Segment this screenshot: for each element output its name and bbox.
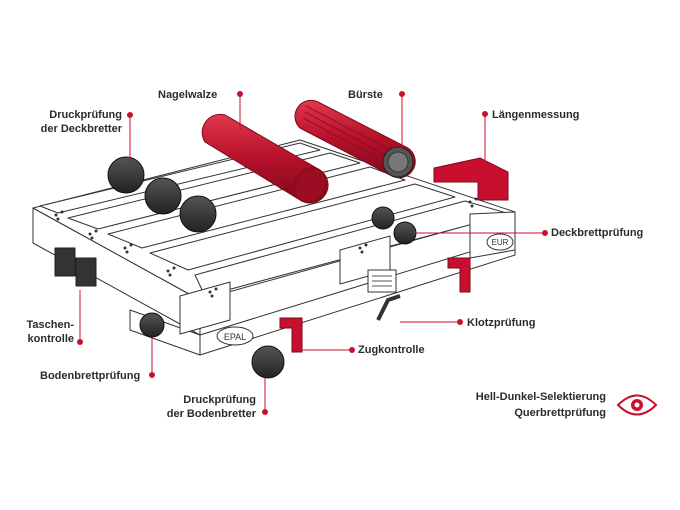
nail-roller bbox=[201, 113, 329, 204]
eur-mark: EUR bbox=[486, 233, 514, 251]
label-druck-deck-line2: der Deckbretter bbox=[40, 123, 122, 135]
epal-text: EPAL bbox=[224, 332, 246, 342]
label-druck-boden-line2: der Bodenbretter bbox=[166, 408, 256, 420]
top-pressure-rollers bbox=[107, 156, 217, 233]
label-taschen-line1: Taschen- bbox=[26, 319, 74, 331]
bottom-board-roller bbox=[139, 312, 165, 338]
deck-check-rollers bbox=[371, 206, 417, 245]
label-deckbrettpruefung: Deckbrettprüfung bbox=[551, 227, 644, 239]
bottom-pressure-roller bbox=[251, 345, 285, 379]
label-laengenmessung: Längenmessung bbox=[492, 109, 580, 121]
block-front-left bbox=[179, 281, 231, 335]
pull-check-bracket bbox=[279, 317, 303, 353]
crank-tool bbox=[376, 294, 401, 321]
label-querbrett: Querbrettprüfung bbox=[514, 407, 606, 419]
pallet-front-face bbox=[199, 237, 516, 356]
pocket-left-2 bbox=[75, 257, 97, 287]
deck-board-4 bbox=[149, 183, 456, 271]
label-taschen-line2: kontrolle bbox=[27, 333, 74, 345]
label-taschenkontrolle: Taschen- kontrolle bbox=[14, 318, 74, 346]
brush-roller bbox=[294, 99, 416, 179]
label-druck-deck-line1: Druckprüfung bbox=[49, 109, 122, 121]
label-hell-dunkel: Hell-Dunkel-Selektierung bbox=[475, 391, 606, 403]
epal-mark: EPAL bbox=[216, 326, 254, 346]
label-klotzpruefung: Klotzprüfung bbox=[467, 317, 536, 329]
label-zugkontrolle: Zugkontrolle bbox=[358, 344, 425, 356]
pocket-left-1 bbox=[54, 247, 76, 277]
eye-icon bbox=[616, 394, 658, 416]
label-buerste: Bürste bbox=[348, 89, 383, 101]
label-druck-deck: Druckprüfung der Deckbretter bbox=[30, 108, 122, 136]
eur-text: EUR bbox=[492, 238, 509, 247]
label-bodenbrettpruefung: Bodenbrettprüfung bbox=[40, 370, 141, 382]
label-druck-boden: Druckprüfung der Bodenbretter bbox=[160, 393, 256, 421]
label-nagelwalze: Nagelwalze bbox=[158, 89, 218, 101]
label-druck-boden-line1: Druckprüfung bbox=[183, 394, 256, 406]
block-check-bracket bbox=[447, 257, 471, 293]
